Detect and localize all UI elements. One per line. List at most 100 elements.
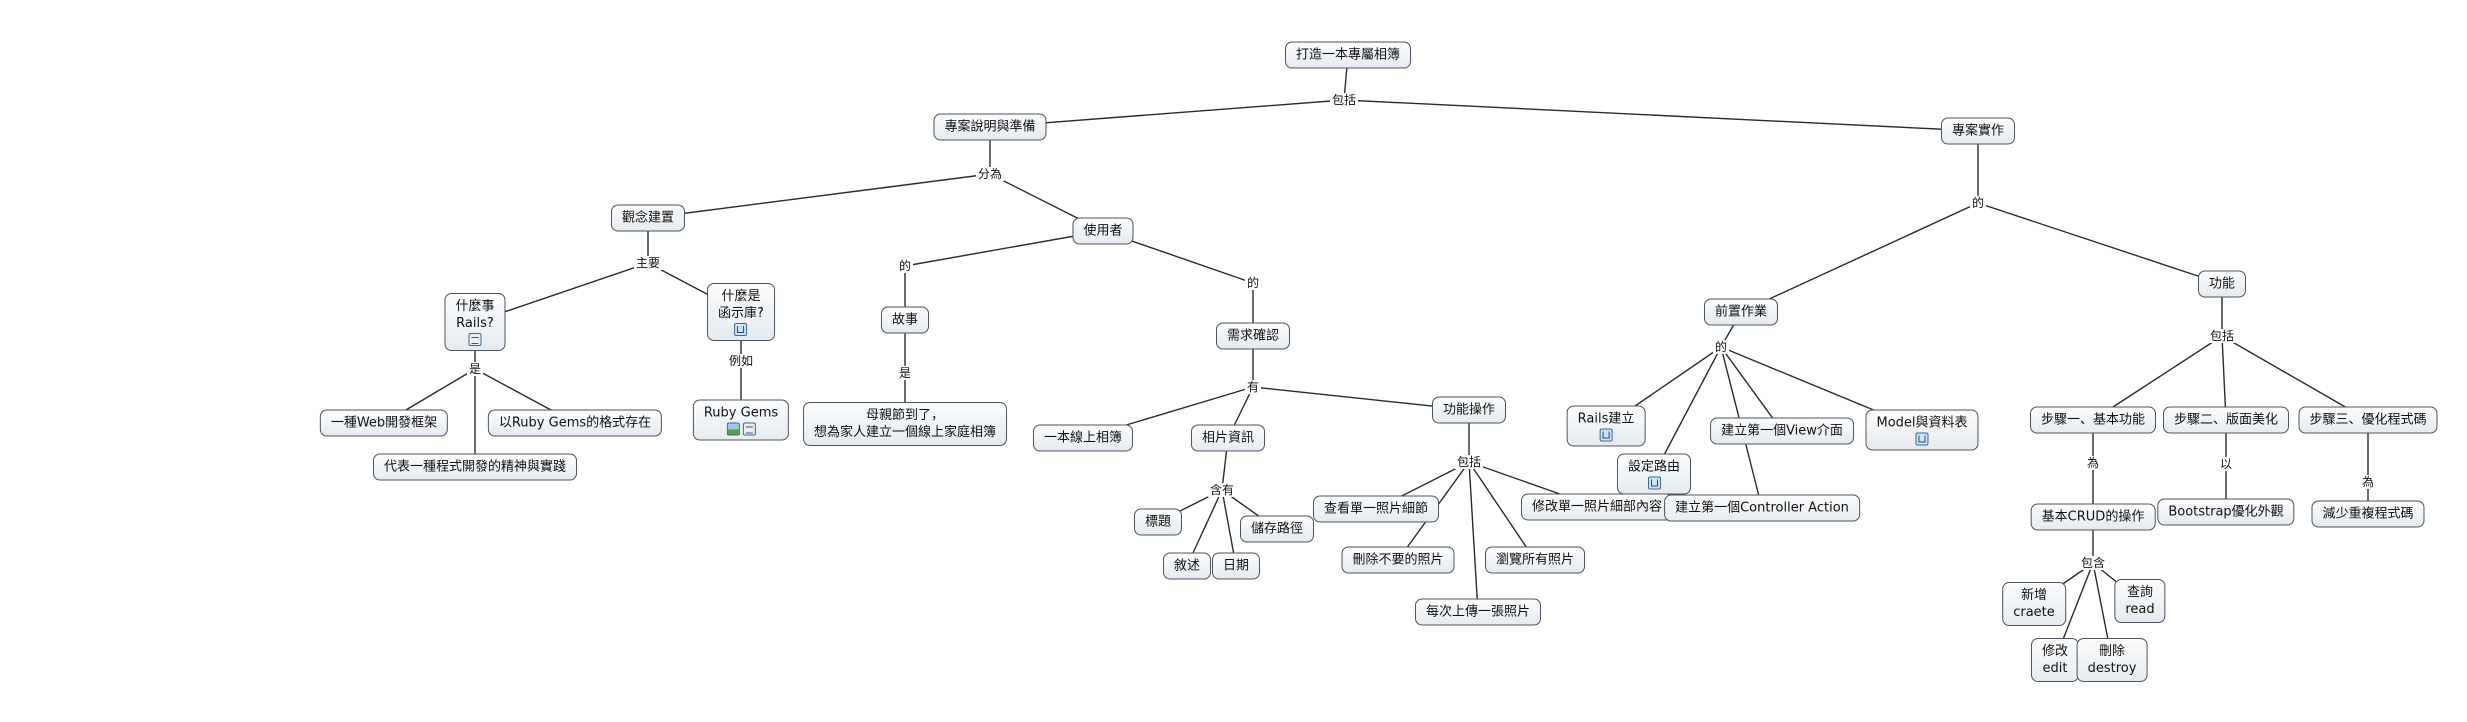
concept-label: 建立第一個Controller Action — [1675, 500, 1849, 516]
tree-icon[interactable] — [1647, 476, 1661, 490]
concept-label: 步驟二、版面美化 — [2173, 412, 2279, 428]
concept-node-pre[interactable]: 前置作業 — [1703, 298, 1779, 326]
concept-node-del[interactable]: 刪除不要的照片 — [1341, 546, 1455, 574]
concept-node-user[interactable]: 使用者 — [1072, 217, 1134, 245]
linking-phrase: 有 — [1244, 380, 1262, 394]
concept-label: 建立第一個View介面 — [1721, 423, 1843, 439]
edge-l1-prep — [989, 99, 1345, 128]
concept-node-req[interactable]: 需求確認 — [1215, 322, 1291, 350]
concept-node-title[interactable]: 標題 — [1133, 508, 1183, 536]
linking-phrase: 主要 — [633, 256, 663, 270]
resource-icons — [1578, 428, 1635, 442]
concept-node-s1[interactable]: 步驟一、基本功能 — [2029, 406, 2157, 434]
tree-icon[interactable] — [1599, 428, 1613, 442]
concept-node-mom[interactable]: 母親節到了， 想為家人建立一個線上家庭相簿 — [802, 402, 1008, 446]
concept-node-railsnew[interactable]: Rails建立 — [1566, 405, 1646, 447]
edge-l12-feat — [1977, 202, 2223, 285]
concept-node-rubyfmt[interactable]: 以Ruby Gems的格式存在 — [487, 409, 663, 437]
resource-icons — [718, 323, 764, 336]
concept-node-read[interactable]: 查詢 read — [2114, 579, 2166, 623]
concept-label: 每次上傳一張照片 — [1425, 604, 1531, 620]
concept-label: 基本CRUD的操作 — [2041, 509, 2145, 525]
concept-node-boot[interactable]: Bootstrap優化外觀 — [2157, 498, 2295, 526]
concept-node-date[interactable]: 日期 — [1211, 552, 1261, 580]
edge-l14-s1 — [2092, 335, 2223, 421]
concept-label: Rails建立 — [1577, 411, 1635, 427]
concept-node-s2[interactable]: 步驟二、版面美化 — [2162, 406, 2290, 434]
concept-node-story[interactable]: 故事 — [880, 306, 930, 334]
doc-icon[interactable] — [742, 422, 756, 436]
resource-icons — [1876, 432, 1967, 446]
concept-node-viewp[interactable]: 建立第一個View介面 — [1710, 417, 1854, 445]
concept-node-upload[interactable]: 每次上傳一張照片 — [1414, 598, 1542, 626]
concept-node-ctrl[interactable]: 建立第一個Controller Action — [1664, 494, 1860, 522]
concept-label: 刪除不要的照片 — [1352, 552, 1444, 568]
linking-phrase: 分為 — [975, 167, 1005, 181]
concept-label: 查詢 read — [2125, 585, 2155, 617]
concept-node-create[interactable]: 新增 craete — [2002, 582, 2066, 626]
resource-icons — [455, 333, 494, 346]
image-icon[interactable] — [726, 422, 740, 436]
concept-node-crud[interactable]: 基本CRUD的操作 — [2030, 503, 2156, 531]
concept-node-prep[interactable]: 專案說明與準備 — [933, 113, 1047, 141]
linking-phrase: 包含 — [2078, 556, 2108, 570]
concept-node-lib[interactable]: 什麼是 函示庫? — [707, 283, 775, 341]
concept-label: 使用者 — [1083, 223, 1123, 239]
concept-node-root[interactable]: 打造一本專屬相簿 — [1284, 41, 1412, 69]
concept-label: 敘述 — [1173, 558, 1201, 574]
concept-node-rails[interactable]: 什麼事 Rails? — [444, 293, 506, 351]
concept-label: 什麼事 Rails? — [455, 299, 495, 331]
concept-node-browse[interactable]: 瀏覽所有照片 — [1484, 546, 1586, 574]
concept-label: 瀏覽所有照片 — [1495, 552, 1575, 568]
linking-phrase: 是 — [896, 366, 914, 380]
concept-node-online[interactable]: 一本線上相簿 — [1032, 424, 1134, 452]
concept-label: 故事 — [891, 312, 919, 328]
concept-node-route[interactable]: 設定路由 — [1616, 453, 1692, 495]
concept-label: 修改單一照片細部內容 — [1531, 499, 1663, 515]
linking-phrase: 包括 — [2207, 329, 2237, 343]
doc-icon[interactable] — [468, 333, 482, 346]
tree-icon[interactable] — [734, 323, 748, 336]
concept-label: Ruby Gems — [703, 405, 779, 421]
concept-label: 以Ruby Gems的格式存在 — [498, 415, 652, 431]
concept-node-editc[interactable]: 修改 edit — [2030, 638, 2080, 682]
linking-phrase: 包括 — [1454, 455, 1484, 469]
concept-node-ops[interactable]: 功能操作 — [1431, 396, 1507, 424]
concept-label: 步驟三、優化程式碼 — [2309, 412, 2427, 428]
linking-phrase: 的 — [896, 259, 914, 273]
linking-phrase: 是 — [466, 362, 484, 376]
concept-node-feat[interactable]: 功能 — [2197, 270, 2247, 298]
linking-phrase: 包括 — [1329, 93, 1359, 107]
concept-label: 新增 craete — [2013, 588, 2055, 620]
concept-label: 打造一本專屬相簿 — [1295, 47, 1401, 63]
concept-node-path[interactable]: 儲存路徑 — [1239, 515, 1315, 543]
concept-label: 代表一種程式開發的精神與實踐 — [383, 459, 567, 475]
concept-label: 減少重複程式碼 — [2322, 506, 2414, 522]
edge-l13-viewp — [1720, 346, 1783, 432]
concept-node-model[interactable]: Model與資料表 — [1865, 409, 1979, 451]
concept-label: 設定路由 — [1627, 459, 1681, 475]
concept-node-view1[interactable]: 查看單一照片細節 — [1312, 495, 1440, 523]
concept-node-gems[interactable]: Ruby Gems — [692, 399, 790, 441]
edge-l12-pre — [1740, 202, 1979, 313]
tree-icon[interactable] — [1915, 432, 1929, 446]
concept-label: 標題 — [1144, 514, 1172, 530]
edge-l1-impl — [1343, 99, 1979, 132]
concept-node-edit1[interactable]: 修改單一照片細部內容 — [1520, 493, 1674, 521]
edge-l11-browse — [1468, 461, 1536, 561]
concept-label: 觀念建置 — [621, 210, 675, 226]
concept-node-impl[interactable]: 專案實作 — [1940, 117, 2016, 145]
concept-node-desc[interactable]: 敘述 — [1162, 552, 1212, 580]
concept-node-info[interactable]: 相片資訊 — [1190, 424, 1266, 452]
concept-node-destroy[interactable]: 刪除 destroy — [2076, 638, 2148, 682]
linking-phrase: 的 — [1244, 276, 1262, 290]
concept-node-concept[interactable]: 觀念建置 — [610, 204, 686, 232]
concept-node-spirit[interactable]: 代表一種程式開發的精神與實踐 — [372, 453, 578, 481]
concept-label: 功能 — [2208, 276, 2236, 292]
concept-label: Model與資料表 — [1876, 415, 1968, 431]
concept-node-dry[interactable]: 減少重複程式碼 — [2311, 500, 2425, 528]
concept-label: 一種Web開發框架 — [330, 415, 438, 431]
concept-node-web[interactable]: 一種Web開發框架 — [319, 409, 449, 437]
concept-node-s3[interactable]: 步驟三、優化程式碼 — [2298, 406, 2438, 434]
concept-label: 什麼是 函示庫? — [718, 289, 764, 321]
